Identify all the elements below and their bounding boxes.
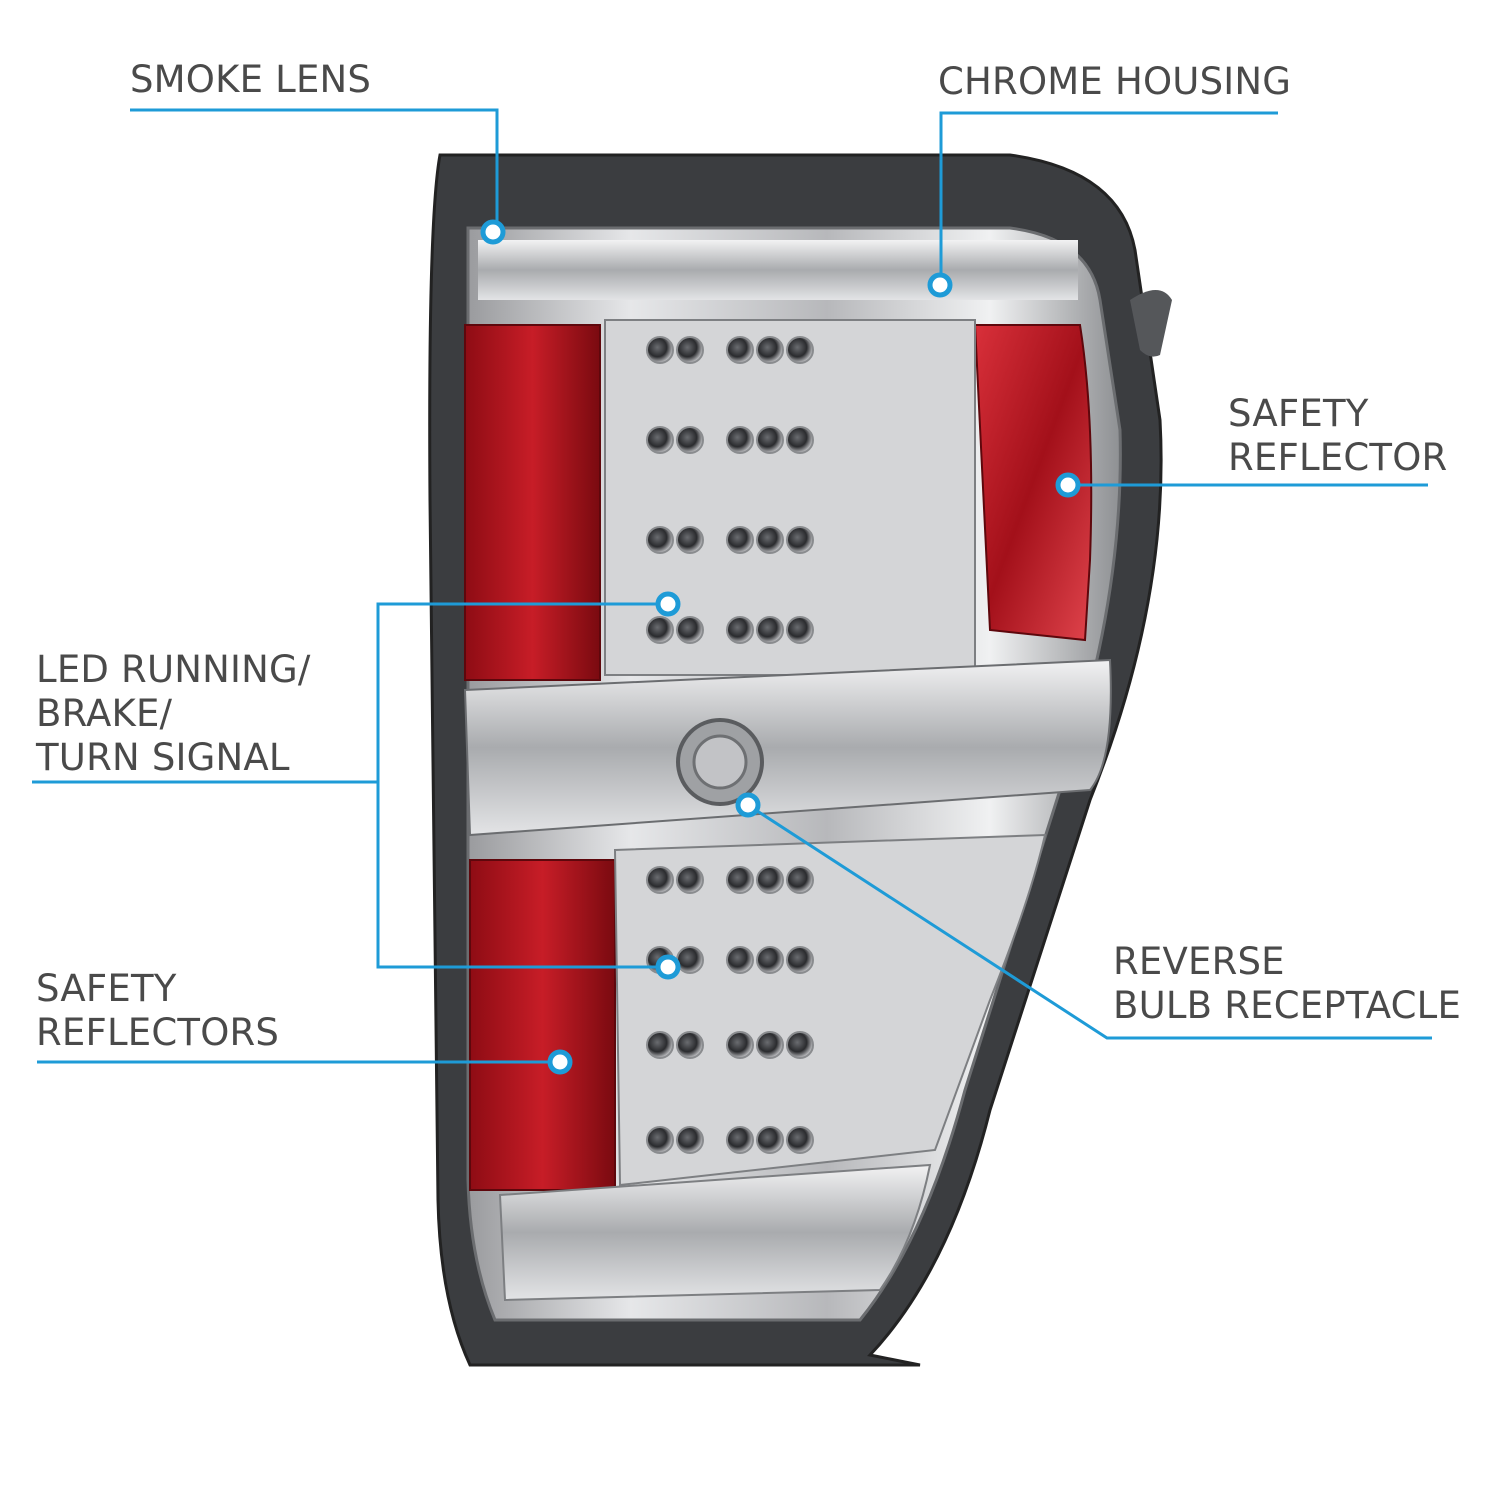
led-bulb <box>786 616 814 644</box>
chrome-housing-label: CHROME HOUSING <box>938 60 1292 103</box>
upper-left-reflector <box>464 324 601 681</box>
led-bulb <box>646 336 674 364</box>
led-bulb <box>786 866 814 894</box>
led-bulb <box>726 426 754 454</box>
led-bulb <box>756 1031 784 1059</box>
led-bulb <box>676 866 704 894</box>
led-bulb <box>676 616 704 644</box>
led-bulb <box>756 946 784 974</box>
led-bulb <box>676 336 704 364</box>
chrome-housing-leader <box>939 111 1278 285</box>
led-bulb <box>756 426 784 454</box>
safety-reflector-label: SAFETY REFLECTOR <box>1228 392 1448 479</box>
led-running-dot-lower <box>655 954 681 980</box>
reverse-bulb-dot <box>735 792 761 818</box>
led-bulb <box>726 946 754 974</box>
smoke-lens-dot <box>480 219 506 245</box>
smoke-lens-label: SMOKE LENS <box>130 58 372 101</box>
led-bulb <box>756 526 784 554</box>
led-bulb <box>676 1126 704 1154</box>
led-bulb <box>676 946 704 974</box>
reverse-bulb-leader <box>747 803 1432 1040</box>
upper-right-reflector <box>973 324 1093 642</box>
led-bulb <box>646 1126 674 1154</box>
led-bulb <box>676 1031 704 1059</box>
led-bulb <box>726 616 754 644</box>
led-bulb <box>786 426 814 454</box>
mounting-tab <box>1130 290 1172 357</box>
lower-left-reflector <box>469 859 616 1191</box>
led-bulb <box>756 616 784 644</box>
led-bulb <box>676 526 704 554</box>
safety-reflectors-dot <box>547 1049 573 1075</box>
led-bulb <box>646 1031 674 1059</box>
led-running-dot-upper <box>655 591 681 617</box>
led-bulb <box>726 866 754 894</box>
top-chrome-strip <box>478 240 1078 300</box>
led-bulb <box>646 866 674 894</box>
chrome-housing-dot <box>927 272 953 298</box>
led-bulb <box>756 1126 784 1154</box>
led-bulb <box>786 336 814 364</box>
bottom-chrome-strip <box>498 1163 932 1302</box>
lower-led-panel <box>613 833 1047 1187</box>
led-bulb <box>726 336 754 364</box>
led-bulb <box>676 426 704 454</box>
led-bulb <box>786 1126 814 1154</box>
led-bulb <box>756 866 784 894</box>
reverse-bulb-label: REVERSE BULB RECEPTACLE <box>1113 940 1462 1027</box>
callout-leaders <box>32 108 1432 1064</box>
led-bulb <box>726 526 754 554</box>
callout-dots <box>480 219 1081 1075</box>
led-running-label: LED RUNNING/ BRAKE/ TURN SIGNAL <box>36 648 311 779</box>
led-bulb <box>646 426 674 454</box>
led-bulb <box>726 1126 754 1154</box>
safety-reflectors-label: SAFETY REFLECTORS <box>36 967 280 1054</box>
safety-reflector-dot <box>1055 472 1081 498</box>
smoke-lens-leader <box>130 108 499 232</box>
led-running-leader-lower <box>376 782 668 969</box>
led-bulb <box>726 1031 754 1059</box>
led-bulb <box>786 946 814 974</box>
led-bulb <box>786 1031 814 1059</box>
reverse-bar <box>463 658 1112 837</box>
led-running-leader <box>32 602 668 784</box>
led-bulb <box>646 526 674 554</box>
led-bulb <box>646 616 674 644</box>
led-bulb <box>786 526 814 554</box>
led-bulb <box>756 336 784 364</box>
